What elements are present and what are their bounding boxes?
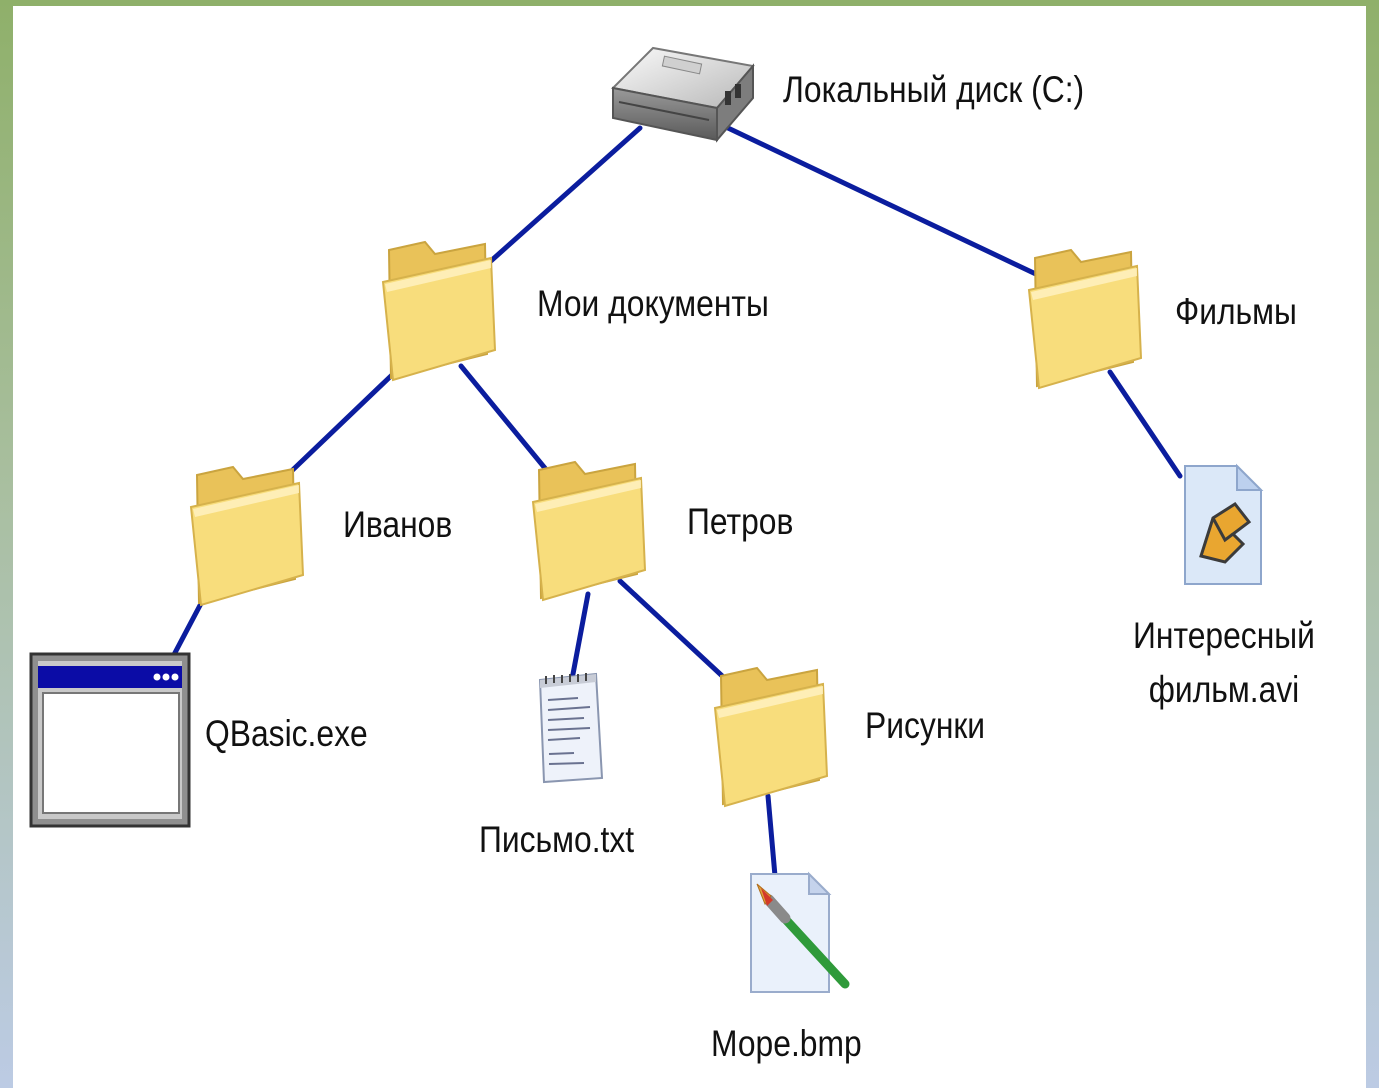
folder-label-petrov: Петров bbox=[687, 501, 794, 542]
folder-icon[interactable] bbox=[1021, 244, 1149, 392]
folder-label-moi-dokumenty: Мои документы bbox=[537, 283, 769, 324]
folder-icon[interactable] bbox=[525, 456, 653, 604]
application-window-icon[interactable] bbox=[29, 652, 193, 830]
folder-icon[interactable] bbox=[375, 236, 503, 384]
link-root-filmy bbox=[725, 125, 1043, 279]
root-drive-label: Локальный диск (C:) bbox=[783, 69, 1085, 110]
folder-icon[interactable] bbox=[707, 662, 835, 810]
hard-drive-icon[interactable] bbox=[605, 36, 765, 151]
link-petrov-risunki bbox=[617, 578, 736, 689]
folder-label-filmy: Фильмы bbox=[1175, 291, 1297, 332]
bitmap-image-icon[interactable] bbox=[747, 870, 851, 996]
folder-label-ivanov: Иванов bbox=[343, 504, 453, 545]
folder-icon[interactable] bbox=[183, 461, 311, 609]
file-label-pismo: Письмо.txt bbox=[479, 819, 635, 860]
file-label-qbasic: QBasic.exe bbox=[205, 713, 368, 754]
link-filmy-film-avi bbox=[1107, 369, 1183, 479]
link-moi-dokumenty-ivanov bbox=[275, 371, 396, 487]
file-label-more: Море.bmp bbox=[711, 1023, 862, 1064]
file-tree-diagram: Локальный диск (C:) Мои документы Фильмы… bbox=[13, 6, 1366, 1088]
link-risunki-more bbox=[765, 793, 778, 879]
folder-label-risunki: Рисунки bbox=[865, 705, 986, 746]
tree-connectors bbox=[165, 125, 1183, 879]
link-moi-dokumenty-petrov bbox=[458, 363, 561, 487]
file-label-film-avi-line1: Интересный bbox=[1133, 615, 1315, 656]
link-petrov-pismo bbox=[570, 591, 591, 677]
video-file-icon[interactable] bbox=[1179, 460, 1269, 592]
link-root-moi-dokumenty bbox=[480, 125, 643, 271]
text-document-icon[interactable] bbox=[534, 670, 608, 786]
file-label-film-avi-line2: фильм.avi bbox=[1148, 669, 1300, 710]
